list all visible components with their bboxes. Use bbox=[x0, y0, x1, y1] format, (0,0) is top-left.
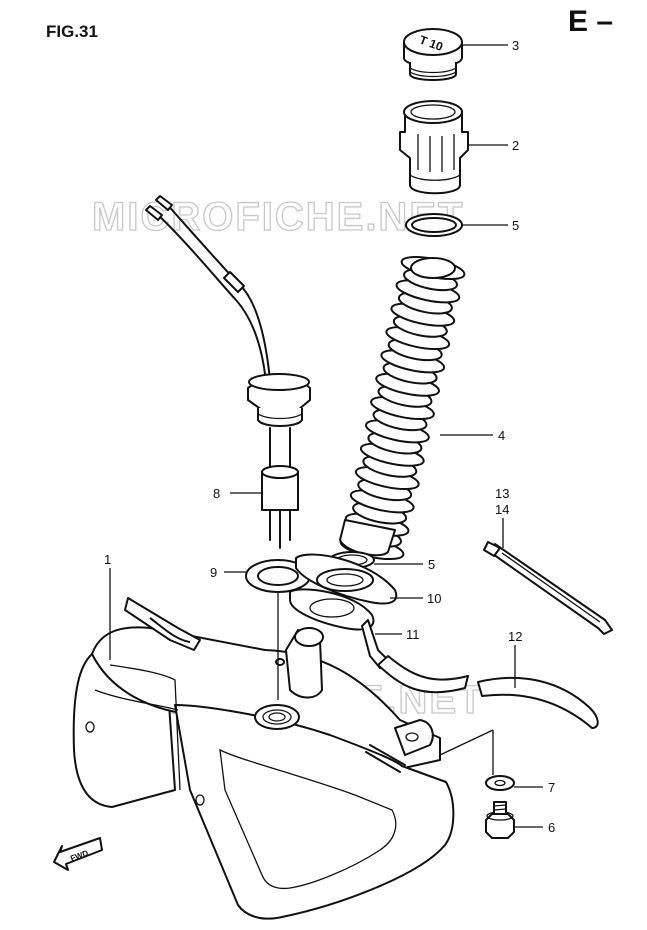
filler-neck bbox=[399, 100, 469, 195]
breather-hose bbox=[377, 655, 599, 729]
callout-3: 3 bbox=[512, 38, 519, 53]
callout-5-upper: 5 bbox=[512, 218, 519, 233]
fuel-tank bbox=[72, 597, 455, 920]
leader-lines bbox=[109, 44, 543, 828]
washer bbox=[485, 775, 515, 791]
callout-9: 9 bbox=[210, 565, 217, 580]
neck-flange bbox=[295, 553, 398, 605]
sender-gasket bbox=[245, 559, 311, 593]
callout-12: 12 bbox=[508, 629, 522, 644]
section-code: E – bbox=[568, 5, 613, 38]
callout-11: 11 bbox=[406, 627, 420, 642]
callout-8: 8 bbox=[213, 486, 220, 501]
callout-2: 2 bbox=[512, 138, 519, 153]
neck-gasket bbox=[289, 588, 389, 669]
callout-6: 6 bbox=[548, 820, 555, 835]
callout-1: 1 bbox=[104, 552, 111, 567]
cable-tie bbox=[483, 541, 613, 635]
watermark-top: MICROFICHE.NET bbox=[92, 195, 464, 239]
figure-label: FIG.31 bbox=[46, 22, 98, 41]
bellows-hose bbox=[339, 255, 466, 561]
o-ring-upper bbox=[405, 213, 463, 237]
callout-14: 14 bbox=[495, 502, 509, 517]
callout-labels: 3 2 5 4 13 14 8 1 9 5 10 11 12 7 6 bbox=[104, 38, 555, 835]
bellows-top-opening bbox=[410, 257, 456, 279]
callout-13: 13 bbox=[495, 486, 509, 501]
fuel-cap: T 10 bbox=[403, 28, 463, 81]
bolt bbox=[485, 801, 515, 839]
fuel-sender bbox=[145, 195, 311, 549]
callout-7: 7 bbox=[548, 780, 555, 795]
callout-5-lower: 5 bbox=[428, 557, 435, 572]
callout-4: 4 bbox=[498, 428, 505, 443]
callout-10: 10 bbox=[427, 591, 441, 606]
fwd-arrow: FWD bbox=[53, 837, 103, 871]
